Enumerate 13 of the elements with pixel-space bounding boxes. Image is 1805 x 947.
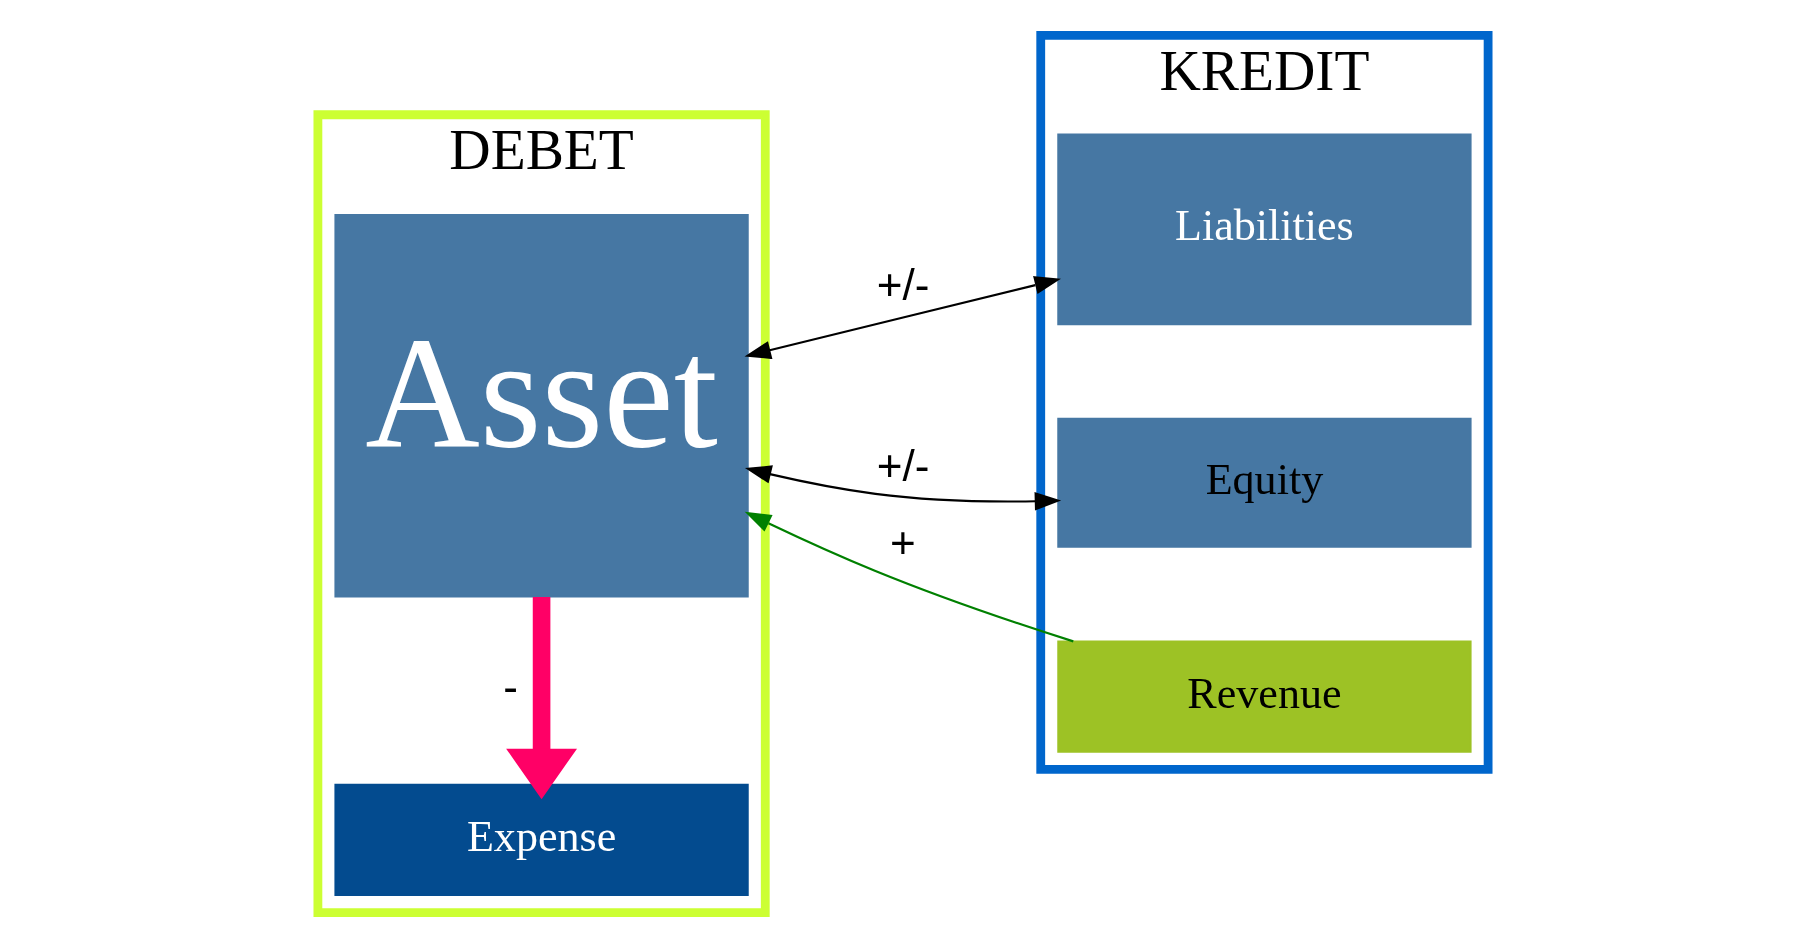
node-box: Expense xyxy=(333,783,749,896)
arrow xyxy=(505,596,577,799)
node-box: Asset xyxy=(333,213,749,597)
node-box: Revenue xyxy=(1056,639,1472,753)
node-box: Liabilities xyxy=(1056,133,1472,325)
edge-label: + xyxy=(889,517,916,567)
arrow xyxy=(744,275,1061,359)
edge-label: - xyxy=(502,661,518,711)
arrow xyxy=(744,511,1074,642)
edge-label: +/- xyxy=(876,440,929,490)
arrow xyxy=(744,464,1061,511)
node-box: Equity xyxy=(1056,417,1472,548)
edge-label: +/- xyxy=(876,259,929,309)
